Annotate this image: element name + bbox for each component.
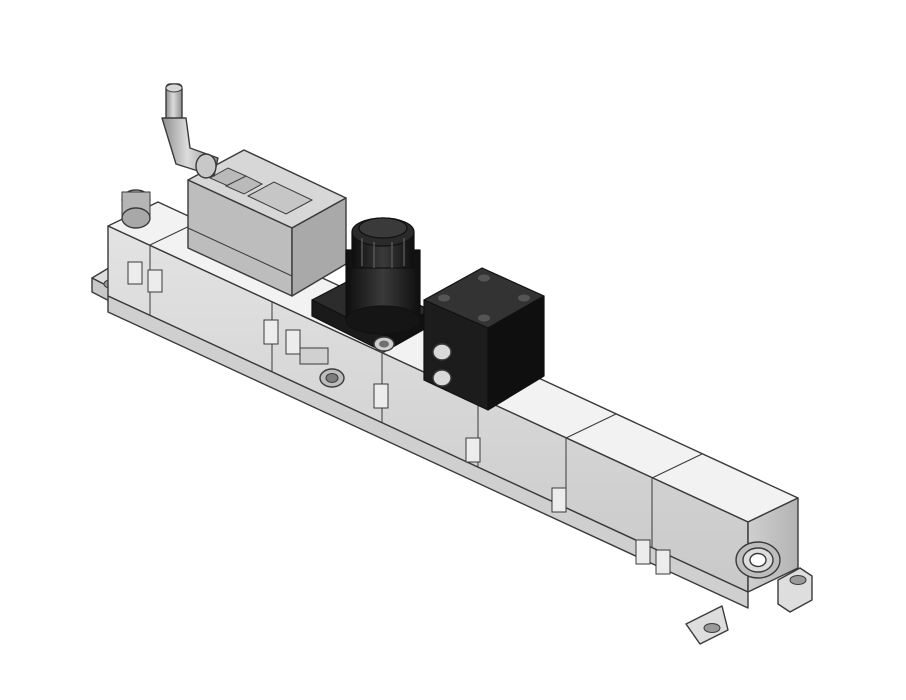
right-end-fitting — [735, 541, 781, 579]
left-end-fitting — [121, 189, 151, 229]
center-adjust-screw — [299, 347, 345, 388]
regulator-knob — [345, 217, 421, 335]
solenoid-block — [423, 267, 545, 411]
right-mounting-foot — [685, 567, 813, 645]
elbow-fitting — [161, 83, 219, 179]
pressure-sensor-unit — [187, 149, 347, 297]
manifold-body — [107, 201, 799, 609]
clamp-slots — [127, 261, 671, 575]
